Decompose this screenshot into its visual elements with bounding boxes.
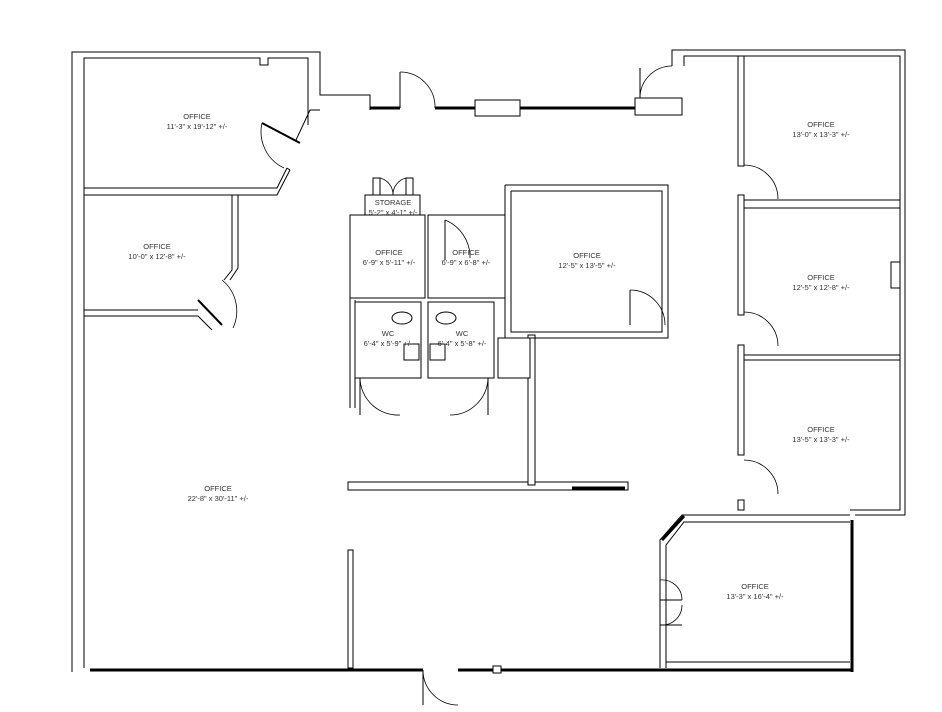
room-size: 6'-4" x 5'-9" +/-	[363, 339, 413, 348]
wall-line	[84, 169, 291, 196]
wall-line	[405, 177, 414, 195]
room-name: STORAGE	[374, 198, 412, 207]
room-size: 5'-2" x 4'-1" +/-	[368, 208, 418, 217]
door-swing-arc	[639, 65, 673, 99]
wall	[737, 55, 745, 167]
room-size: 10'-0" x 12'-8" +/-	[128, 252, 186, 261]
door-swing-arc	[629, 289, 666, 326]
wall	[497, 337, 531, 379]
room-size: 12'-5" x 12'-8" +/-	[792, 283, 850, 292]
wall-line	[295, 109, 320, 141]
door-swing-arc	[743, 459, 779, 495]
room-name: OFFICE	[807, 425, 835, 434]
door-swing-arc	[399, 71, 436, 109]
door-swing-arc	[659, 579, 683, 601]
wall	[347, 549, 354, 669]
wall	[737, 194, 745, 316]
room-name: WC	[381, 329, 395, 338]
room-size: 13'-0" x 13'-3" +/-	[792, 130, 850, 139]
wall-line	[84, 167, 288, 189]
room-name: OFFICE	[741, 582, 769, 591]
door-swing-arc	[359, 377, 401, 416]
wall	[890, 261, 901, 289]
door-swing-arc	[392, 177, 407, 196]
toilet-icon	[391, 311, 413, 325]
wall-line	[659, 514, 850, 668]
door-swing-arc	[260, 122, 285, 169]
room-name: OFFICE	[807, 273, 835, 282]
door-leaf	[261, 122, 301, 144]
room-size: 6'-4" x 5'-8" +/-	[437, 339, 487, 348]
wall-line	[372, 177, 381, 195]
room-name: OFFICE	[204, 484, 232, 493]
room-name: OFFICE	[573, 251, 601, 260]
room-name: OFFICE	[143, 242, 171, 251]
wall-line	[671, 49, 906, 516]
room-size: 13'-5" x 13'-3" +/-	[792, 435, 850, 444]
room-size: 13'-3" x 16'-4" +/-	[726, 592, 784, 601]
wall	[527, 334, 536, 486]
wall-line	[510, 190, 663, 333]
room-name: OFFICE	[452, 248, 480, 257]
wall-line	[223, 195, 233, 281]
door-leaf	[197, 299, 223, 326]
door-swing-arc	[422, 669, 459, 706]
wall	[474, 99, 521, 117]
window-wall	[660, 514, 686, 542]
wall-line	[665, 521, 850, 668]
wall	[492, 665, 502, 674]
door-swing-arc	[449, 377, 489, 416]
wall-line	[229, 195, 239, 281]
wall	[349, 214, 426, 299]
room-size: 11'-3" x 19'-12" +/-	[166, 122, 228, 131]
toilet-icon	[435, 311, 457, 325]
room-name: WC	[455, 329, 469, 338]
door-swing-arc	[221, 279, 238, 329]
wall-line	[84, 315, 213, 331]
door-swing-arc	[659, 604, 683, 626]
sink-icon	[429, 343, 446, 361]
wall	[427, 214, 506, 299]
wall-line	[286, 167, 291, 171]
door-swing-arc	[743, 164, 779, 200]
room-size: 22'-8" x 30'-11" +/-	[187, 494, 249, 503]
wall	[634, 97, 683, 116]
room-size: 6'-9" x 5'-11" +/-	[362, 258, 416, 267]
room-name: OFFICE	[375, 248, 403, 257]
door-swing-arc	[743, 311, 779, 347]
wall-line	[71, 51, 371, 672]
wall	[347, 481, 629, 491]
door-swing-arc	[379, 177, 394, 196]
room-size: 12'-5" x 13'-5" +/-	[558, 261, 616, 270]
door-swing-arc	[444, 219, 471, 259]
wall	[737, 499, 745, 511]
sink-icon	[403, 343, 420, 361]
room-name: OFFICE	[183, 112, 211, 121]
wall-line	[83, 57, 309, 668]
room-name: OFFICE	[807, 120, 835, 129]
wall	[737, 344, 745, 456]
room-size: 6'-9" x 6'-8" +/-	[441, 258, 491, 267]
wall-line	[683, 55, 901, 511]
